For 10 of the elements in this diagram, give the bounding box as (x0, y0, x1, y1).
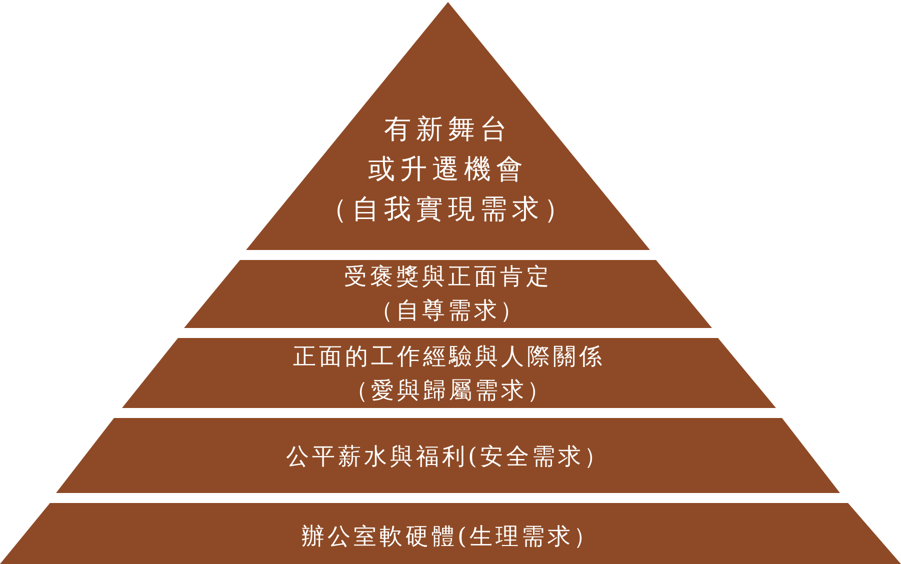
tier-label: 公平薪水與福利(安全需求） (285, 443, 611, 472)
pyramid-tier (184, 260, 712, 328)
pyramid-tier (56, 418, 840, 493)
tier-label: 有新舞台或升遷機會（自我實現需求） (319, 113, 577, 227)
pyramid-tier (246, 2, 650, 250)
tier-label: 正面的工作經驗與人際關係（愛與歸屬需求） (292, 343, 606, 406)
pyramid-tier (122, 338, 776, 408)
tier-label: 辦公室軟硬體(生理需求） (300, 523, 600, 552)
pyramid-tier (0, 503, 901, 564)
tier-label: 受褒獎與正面肯定（自尊需求） (343, 263, 553, 326)
